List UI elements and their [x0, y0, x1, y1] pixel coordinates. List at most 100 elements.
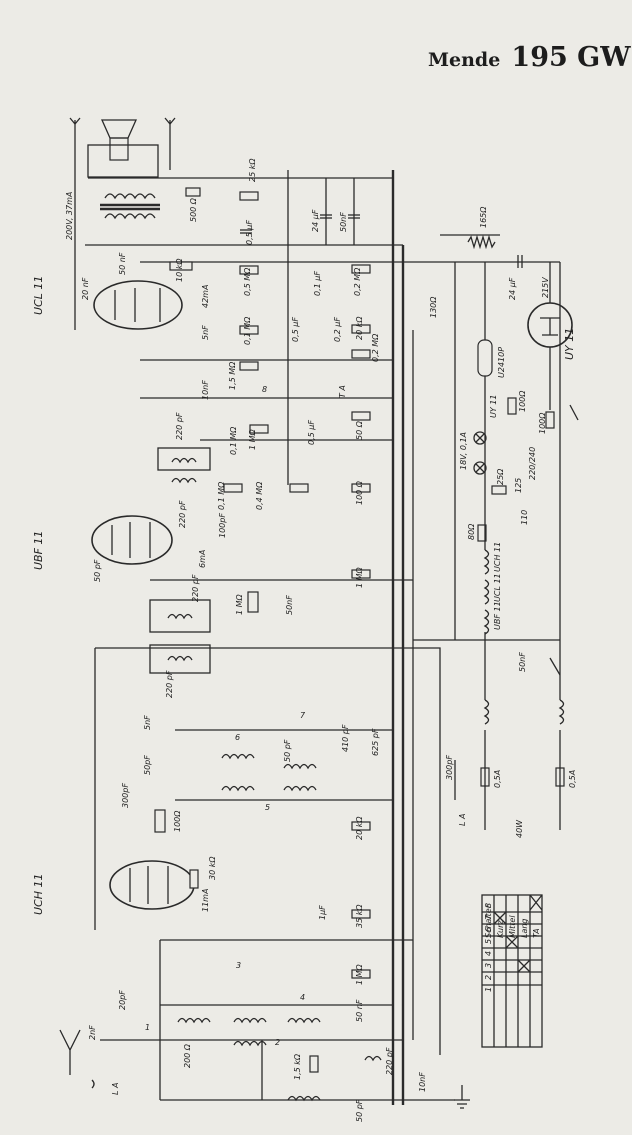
label-r02m: 0,2 MΩ: [353, 267, 362, 296]
label-if-r100: 100 Ω: [355, 480, 364, 505]
if-can-1: [157, 447, 211, 471]
label-215v: 215V: [541, 277, 550, 298]
label-sw7: 7: [300, 711, 306, 720]
label-fil-uch11: UCH 11: [493, 542, 502, 572]
label-c05: 0,5 µF: [245, 220, 254, 245]
label-sw1: 1: [145, 1023, 150, 1032]
filament-ucl11: [483, 579, 490, 605]
diagram-title: Mende 195 GW: [428, 42, 631, 73]
label-mains: 200V, 37mA: [65, 192, 74, 240]
label-psu-c2: 20 nF: [81, 277, 90, 300]
switch-col-8: 8: [484, 903, 493, 908]
switch-col-3: 3: [484, 963, 493, 968]
ballast-u2410p: [477, 339, 493, 377]
if-coil-1: [171, 457, 197, 464]
if-coil-4: [167, 655, 193, 662]
label-pilot: 18V, 0,1A: [459, 432, 468, 470]
label-c1uf: 1µF: [318, 905, 327, 920]
label-r100a: 100Ω: [518, 390, 527, 412]
label-psu-c50nf: 50nF: [518, 652, 527, 672]
label-sw2: 2: [275, 1038, 280, 1047]
label-r30k: 30 kΩ: [208, 856, 217, 880]
resistor-if-1m: [351, 569, 371, 579]
label-c05b: 0,5 µF: [291, 317, 300, 342]
if-coil-3: [167, 613, 193, 620]
label-rf-r100: 100Ω: [173, 810, 182, 832]
switch-col-5: 5: [484, 939, 493, 944]
ant-coil-1: [177, 1017, 211, 1024]
label-r01m: 0,1 MΩ: [243, 316, 252, 345]
resistor-100-psu: [545, 411, 555, 429]
switch-row-lang: Lang: [520, 918, 529, 938]
label-sw4: 4: [300, 993, 305, 1002]
switch-table: [481, 894, 543, 1048]
rf-coil-2: [283, 763, 317, 770]
label-u2410p: U2410P: [497, 347, 506, 378]
rf-coil-4: [283, 785, 317, 792]
label-r10k: 10 kΩ: [175, 258, 184, 282]
label-rf-r20k: 20 kΩ: [355, 816, 364, 840]
label-rf-c50pf: 50 pF: [283, 739, 292, 762]
pot-25k: [239, 191, 259, 201]
label-c01: 0,1 µF: [313, 271, 322, 296]
switch-row-kurz: Kurz: [496, 920, 505, 938]
label-r01m-b: 0,1 MΩ: [229, 426, 238, 455]
choke-left: [483, 699, 490, 725]
label-c02: 0,2 µF: [333, 317, 342, 342]
ant-coil-5: [287, 1095, 321, 1102]
label-c220c: 220 pF: [191, 574, 200, 602]
label-c220b: 220 pF: [178, 500, 187, 528]
label-i6: 6mA: [198, 550, 207, 568]
switch-col-1: 1: [484, 987, 493, 992]
label-c410: 410 pF: [341, 724, 350, 752]
label-i11: 11mA: [201, 889, 210, 912]
resistor-rf-35k: [351, 909, 371, 919]
switch-row-mittel: Mittel: [508, 915, 517, 938]
ant-coil-4: [233, 1040, 267, 1047]
label-r25: 25Ω: [496, 468, 505, 485]
label-rf-c220pf: 220 pF: [385, 1047, 394, 1075]
uy11-elements: [540, 317, 560, 336]
model-number: 195 GW: [511, 42, 631, 73]
label-fil-ucl11: UCL 11: [493, 573, 502, 602]
resistor-01m: [239, 325, 259, 335]
switch-table-frame: [481, 894, 543, 1048]
switch-col-7: 7: [484, 914, 493, 920]
resistor-500: [185, 187, 201, 197]
label-c05c: 0,5 µF: [307, 420, 316, 445]
output-transformer-primary: [104, 193, 156, 200]
ant-coil-2: [233, 1017, 267, 1024]
label-fuse1: 0,5A: [493, 770, 502, 788]
resistor-15m: [239, 361, 259, 371]
resistor-rf-15k: [309, 1055, 319, 1073]
resistor-02m: [351, 264, 371, 274]
label-pot25k: 25 kΩ: [248, 158, 257, 182]
resistor-if-100: [351, 483, 371, 493]
output-transformer-secondary: [104, 213, 156, 220]
label-c24-psu: 24 µF: [508, 277, 517, 300]
label-psu-c300pf: 300pF: [445, 755, 454, 780]
resistor-165: [467, 234, 496, 250]
label-r500: 500 Ω: [189, 197, 198, 222]
label-r05m: 0,5 MΩ: [243, 267, 252, 296]
resistor-rf-100: [154, 809, 166, 833]
label-pot1m: 1 MΩ: [248, 428, 257, 450]
label-sw5: 5: [265, 803, 270, 812]
label-r15k: 1,5 kΩ: [293, 1053, 302, 1080]
label-rf-c50pfc: 50 pF: [355, 1099, 364, 1122]
label-ubf11: UBF 11: [32, 531, 45, 570]
label-sw8: 8: [262, 385, 267, 394]
label-r50: 50 Ω: [355, 420, 364, 440]
label-r200: 200 Ω: [183, 1043, 192, 1068]
tube-uch11: [109, 860, 195, 910]
label-c5nf: 5nF: [201, 325, 210, 340]
resistor-25-psu: [491, 485, 507, 495]
resistor-if-04m: [289, 483, 309, 493]
if-can-2: [149, 599, 211, 633]
label-rf-c5nf: 5nF: [143, 715, 152, 730]
label-r80: 80Ω: [467, 523, 476, 540]
label-v110: 110: [520, 510, 529, 525]
resistor-50: [351, 411, 371, 421]
